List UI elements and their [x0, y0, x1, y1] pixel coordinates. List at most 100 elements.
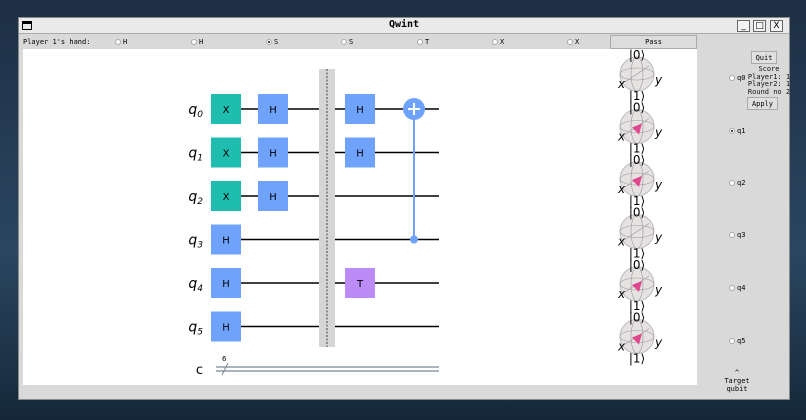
classical-width: 6 — [222, 355, 227, 363]
ket0-label: |0⟩ — [629, 49, 645, 62]
window-menu-icon[interactable] — [22, 21, 32, 30]
card-radio-s[interactable]: S — [266, 35, 278, 49]
card-radio-h[interactable]: H — [191, 35, 203, 49]
qubit-label: q5 — [188, 320, 203, 338]
radio-indicator[interactable] — [567, 39, 573, 45]
ket1-label: |1⟩ — [629, 247, 645, 261]
gate-h[interactable] — [258, 137, 288, 168]
gate-t[interactable] — [345, 268, 375, 298]
qubit-label: q0 — [188, 102, 203, 120]
meridian — [630, 109, 644, 144]
minimize-button[interactable]: _ — [737, 20, 750, 32]
qubit-label: q1 — [737, 127, 746, 135]
radio-indicator[interactable] — [729, 338, 735, 344]
ket1-label: |1⟩ — [629, 89, 645, 103]
gate-label: X — [223, 105, 230, 116]
gate-h[interactable] — [258, 181, 288, 211]
ket0-label: |0⟩ — [629, 258, 645, 272]
radio-indicator[interactable] — [191, 39, 197, 45]
card-radio-h[interactable]: H — [115, 35, 127, 49]
gate-label: T — [356, 279, 364, 290]
target-text: Target — [724, 377, 750, 385]
gate-x[interactable] — [211, 94, 241, 124]
bus-slash — [221, 362, 229, 376]
card-label: H — [199, 38, 204, 46]
radio-indicator[interactable] — [266, 39, 272, 45]
target-radio-q2[interactable]: q2 — [729, 179, 745, 187]
axis — [624, 65, 650, 83]
target-qubit-label: ^ Target qubit — [717, 369, 757, 393]
qubit-label: q3 — [737, 231, 746, 239]
qubit-label: q4 — [188, 276, 203, 294]
meridian — [630, 161, 644, 197]
qubit-label: q4 — [737, 284, 746, 292]
pass-button[interactable]: Pass — [610, 35, 697, 49]
radio-indicator[interactable] — [115, 39, 121, 45]
cnot-control[interactable] — [410, 235, 418, 244]
gate-h[interactable] — [211, 268, 241, 298]
gate-label: H — [269, 192, 277, 203]
gate-x[interactable] — [211, 137, 241, 168]
score-panel: Score Player1: 1 Player2: 1 Round no 2 — [747, 65, 791, 96]
classical-label: c — [196, 363, 203, 378]
apply-button[interactable]: Apply — [747, 97, 778, 110]
radio-indicator[interactable] — [492, 39, 498, 45]
gate-x[interactable] — [211, 181, 241, 211]
x-axis-label: x — [617, 182, 626, 196]
gate-h[interactable] — [211, 224, 241, 255]
state-vector — [632, 176, 642, 187]
radio-indicator[interactable] — [341, 39, 347, 45]
gate-h[interactable] — [345, 94, 375, 124]
gate-label: H — [269, 105, 277, 116]
title-bar: Qwint _ □ X — [19, 18, 789, 34]
close-button[interactable]: X — [770, 20, 783, 32]
radio-indicator[interactable] — [729, 128, 735, 134]
maximize-button[interactable]: □ — [753, 20, 766, 32]
radio-indicator[interactable] — [729, 232, 735, 238]
qubit-label: q2 — [188, 189, 203, 207]
qubit-label: q1 — [188, 146, 203, 164]
radio-indicator[interactable] — [729, 75, 735, 81]
gate-h[interactable] — [211, 311, 241, 342]
card-radio-t[interactable]: T — [417, 35, 429, 49]
radio-indicator[interactable] — [417, 39, 423, 45]
card-radio-s[interactable]: S — [341, 35, 353, 49]
meridian — [630, 56, 644, 92]
target-radio-q4[interactable]: q4 — [729, 284, 745, 292]
card-radio-x[interactable]: X — [567, 35, 579, 49]
gate-label: H — [356, 149, 364, 160]
y-axis-label: y — [654, 73, 663, 87]
radio-indicator[interactable] — [729, 285, 735, 291]
qubit-label: q0 — [737, 74, 746, 82]
card-label: T — [425, 38, 430, 46]
round-number: Round no 2 — [747, 87, 791, 96]
ket0-label: |0⟩ — [629, 101, 645, 115]
gate-label: H — [222, 323, 230, 334]
ket1-label: |1⟩ — [629, 299, 645, 313]
state-vector — [632, 281, 642, 292]
card-radio-x[interactable]: X — [492, 35, 504, 49]
quit-button[interactable]: Quit — [751, 51, 777, 64]
target-radio-q1[interactable]: q1 — [729, 127, 745, 135]
x-axis-label: x — [617, 287, 626, 301]
target-radio-q3[interactable]: q3 — [729, 231, 745, 239]
qubit-label: q5 — [737, 337, 746, 345]
gate-h[interactable] — [345, 137, 375, 168]
ket1-label: |1⟩ — [629, 194, 645, 208]
target-radio-q0[interactable]: q0 — [729, 74, 745, 82]
gate-label: H — [222, 236, 230, 247]
gate-h[interactable] — [258, 94, 288, 124]
target-radio-q5[interactable]: q5 — [729, 337, 745, 345]
x-axis-label: x — [617, 340, 626, 354]
y-axis-label: y — [654, 231, 663, 245]
gate-label: H — [222, 279, 230, 290]
state-vector — [632, 333, 642, 345]
x-axis-label: x — [617, 235, 626, 249]
y-axis-label: y — [654, 336, 663, 350]
radio-indicator[interactable] — [729, 180, 735, 186]
